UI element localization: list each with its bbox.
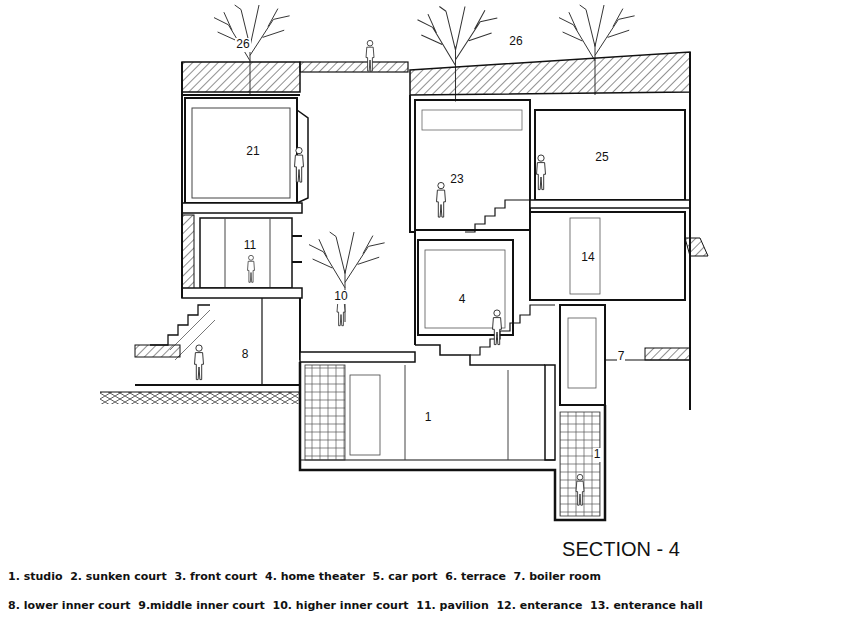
basement-wall [300,362,605,520]
room-inner [192,108,290,198]
terrace [135,345,180,357]
room-number: 14 [580,251,595,265]
floor-slab [530,200,690,208]
room-number: 10 [333,290,348,304]
terrace [645,348,690,360]
room-legend-line: 1. studio 2. sunken court 3. front court… [8,571,601,584]
court-floor [300,352,415,362]
room-number: 7 [617,350,626,364]
room-wall [535,110,685,200]
room-number: 21 [245,145,260,159]
railing [292,236,302,262]
room-number: 4 [458,293,467,307]
floor-slab [182,203,302,213]
tree [309,232,385,322]
ground [100,392,300,404]
room-number: 26 [235,38,250,52]
section-title: SECTION - 4 [562,538,680,561]
room-number: 23 [449,173,464,187]
ground-line [100,391,300,392]
room-legend-line: 8. lower inner court 9.middle inner cour… [8,600,703,613]
column [225,218,226,288]
stair [470,305,555,355]
person [576,474,584,505]
room-wall [560,305,605,405]
person [248,255,255,282]
room-number: 1 [593,448,602,462]
floor-slab [182,288,302,298]
pavilion-frame [200,218,292,288]
person [366,40,374,71]
tile-wall [305,365,345,460]
column [270,218,271,288]
person [195,345,204,380]
room-number: 25 [594,151,609,165]
window-hood [685,238,708,256]
roof-walkway [300,62,408,72]
sunken-court-wall [560,412,600,516]
louvre-screen [182,215,194,290]
room-wall [415,100,530,230]
stepped-slab [415,345,545,365]
ceiling-line [422,110,522,130]
roof-slab [410,52,690,95]
room-wall [185,98,297,203]
room-number: 1 [424,411,433,425]
exterior-wall [181,62,183,298]
room-wall [530,212,685,300]
roof-edge [182,94,300,96]
room-number: 26 [508,35,523,49]
person [537,155,546,190]
door [568,318,596,388]
wall [261,298,262,385]
floor-line [135,384,300,386]
partition [508,370,509,460]
wall [299,298,301,360]
partition [405,365,406,460]
cabinet [570,218,600,294]
person [295,147,304,182]
roof-slab [182,62,300,92]
person [493,310,502,345]
room-number: 8 [241,348,250,362]
person [437,182,446,217]
wall [545,365,555,460]
door [350,375,380,455]
stair [150,305,210,345]
stair [465,200,530,232]
room-number: 11 [243,239,257,253]
room-inner [425,250,505,328]
